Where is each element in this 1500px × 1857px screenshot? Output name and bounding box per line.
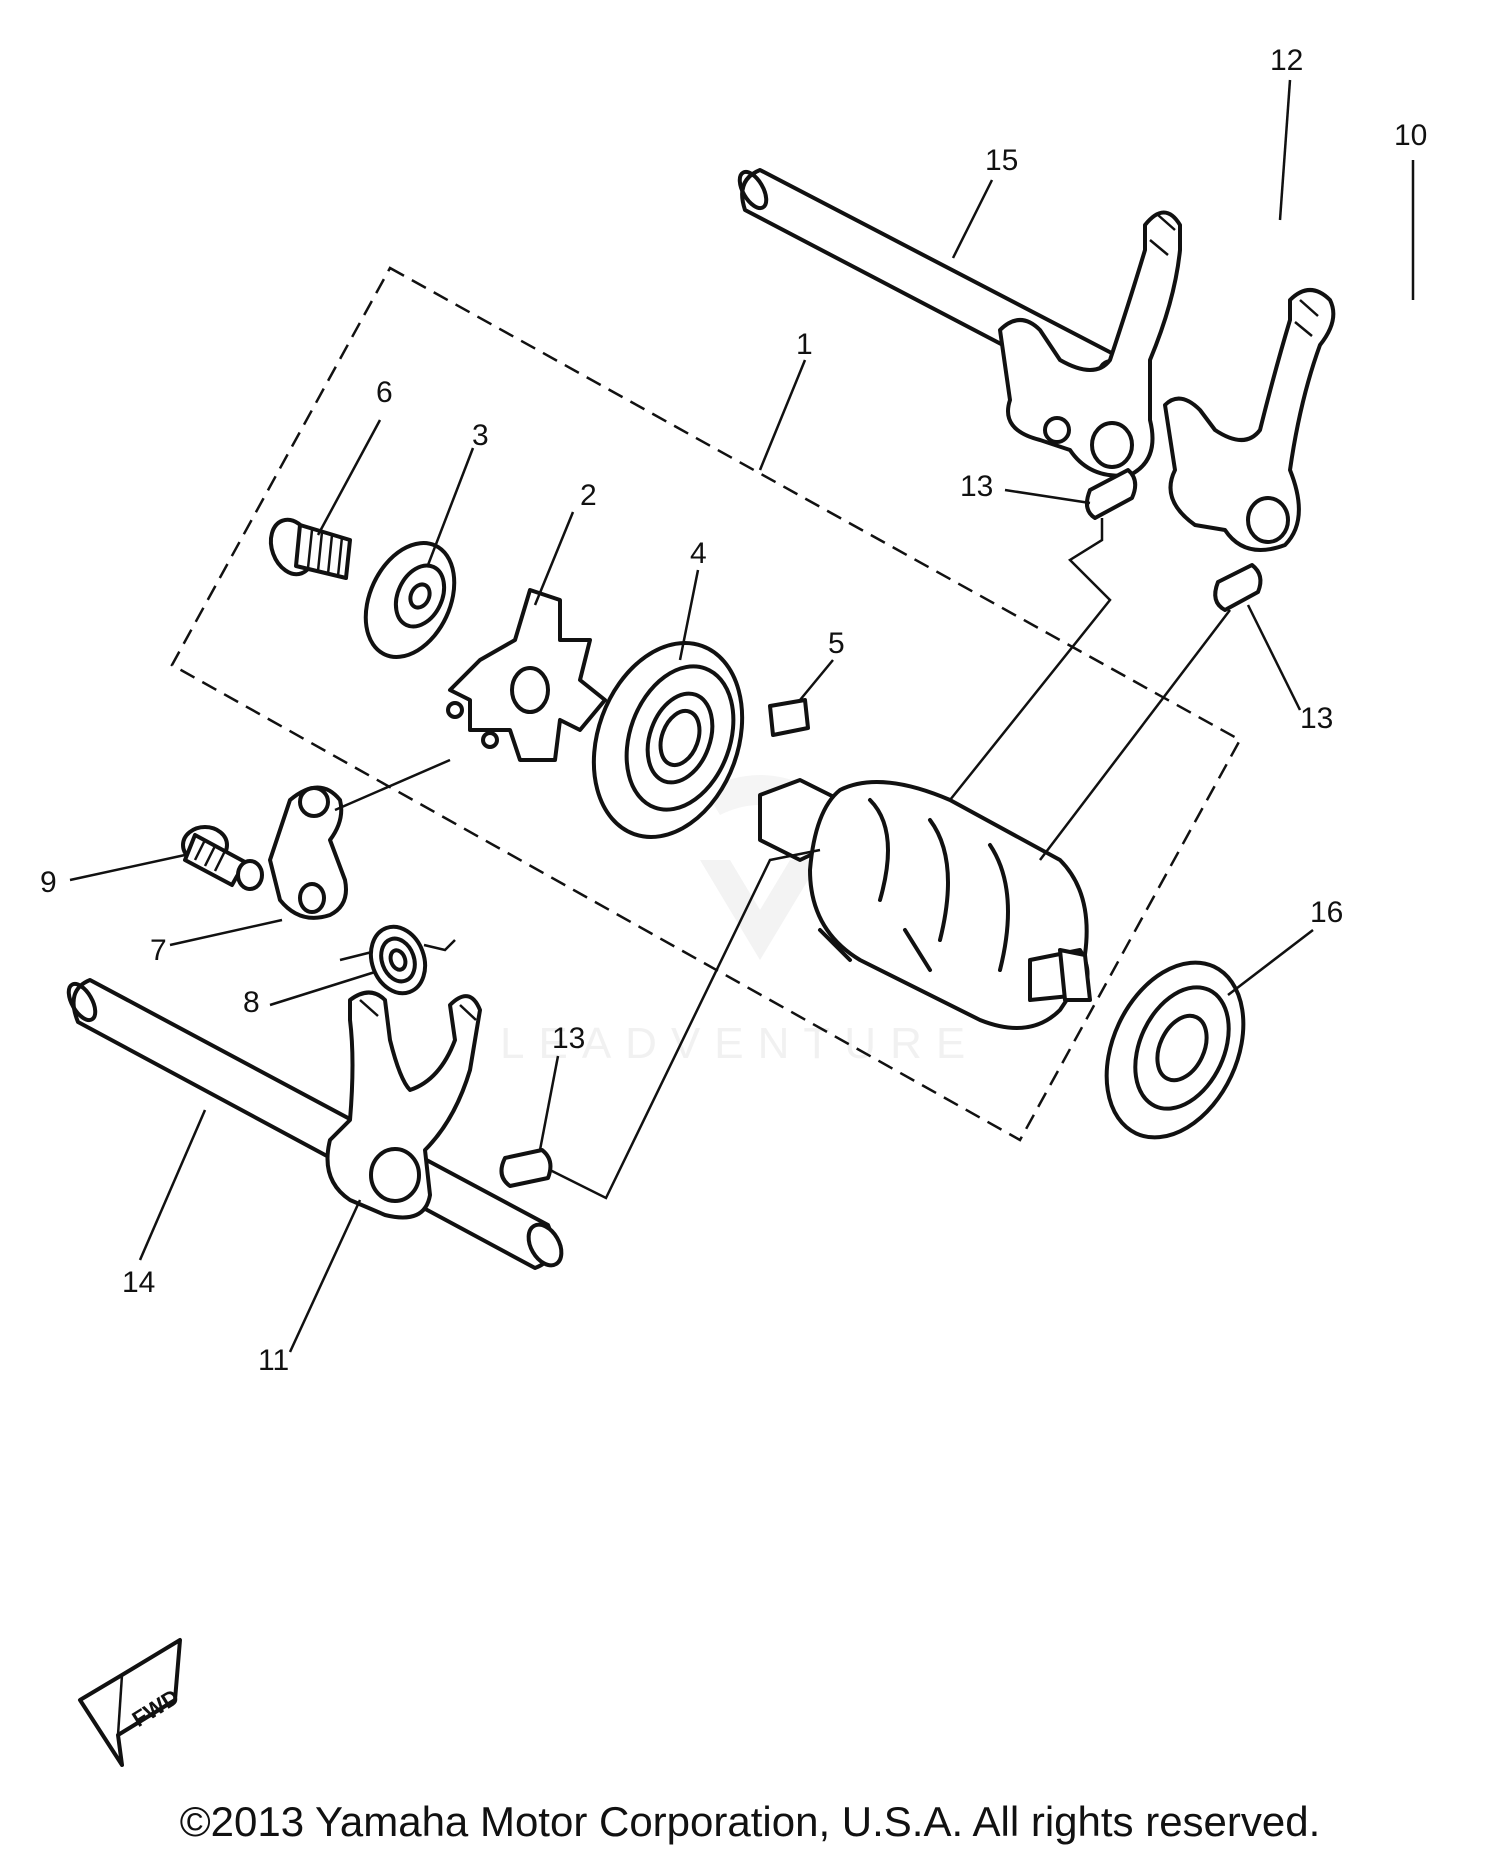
callout-9: 9 [40, 866, 57, 899]
callout-10: 10 [1394, 119, 1427, 152]
fwd-arrow: FWD [78, 1638, 183, 1767]
callout-13a: 13 [960, 470, 993, 503]
callout-14: 14 [122, 1266, 155, 1299]
callout-13b: 13 [1300, 702, 1333, 735]
part-11-shift-fork [325, 990, 482, 1220]
part-8-spring [339, 924, 456, 996]
callout-8: 8 [243, 986, 260, 1019]
callout-2: 2 [580, 479, 597, 512]
part-9-bolt [181, 825, 264, 891]
part-6-screw [268, 517, 352, 580]
watermark-text: LEADVENTURE [500, 1019, 979, 1068]
callout-11: 11 [258, 1344, 289, 1377]
part-16-bearing [1104, 960, 1246, 1140]
part-10-shift-fork [1163, 288, 1336, 552]
part-2-segment [446, 588, 607, 762]
leader-lines [69, 79, 1415, 1353]
callout-4: 4 [690, 537, 707, 570]
part-13-pin-upper [1084, 468, 1138, 520]
callout-3: 3 [472, 419, 489, 452]
callout-6: 6 [376, 376, 393, 409]
part-13-pin-lower [499, 1148, 553, 1188]
callout-7: 7 [150, 934, 167, 967]
callout-13c: 13 [552, 1022, 585, 1055]
shift-cam-drum [758, 778, 1092, 1030]
part-5-key [768, 698, 810, 737]
assembly-outline [170, 266, 1242, 1142]
callout-16: 16 [1310, 896, 1343, 929]
callout-1: 1 [796, 328, 813, 361]
callout-15: 15 [985, 144, 1018, 177]
part-3-plate [363, 541, 457, 659]
part-12-shift-fork [998, 210, 1182, 478]
part-4-bearing [591, 641, 745, 839]
callout-5: 5 [828, 627, 845, 660]
part-13-pin-right [1213, 563, 1263, 612]
callout-numbers: 1 2 3 4 5 6 7 8 9 10 11 12 13 13 13 14 1… [40, 44, 1427, 1377]
copyright-notice: ©2013 Yamaha Motor Corporation, U.S.A. A… [179, 1798, 1321, 1845]
part-7-stopper-lever [268, 785, 348, 920]
part-14-shaft [66, 978, 564, 1270]
callout-12: 12 [1270, 44, 1303, 77]
